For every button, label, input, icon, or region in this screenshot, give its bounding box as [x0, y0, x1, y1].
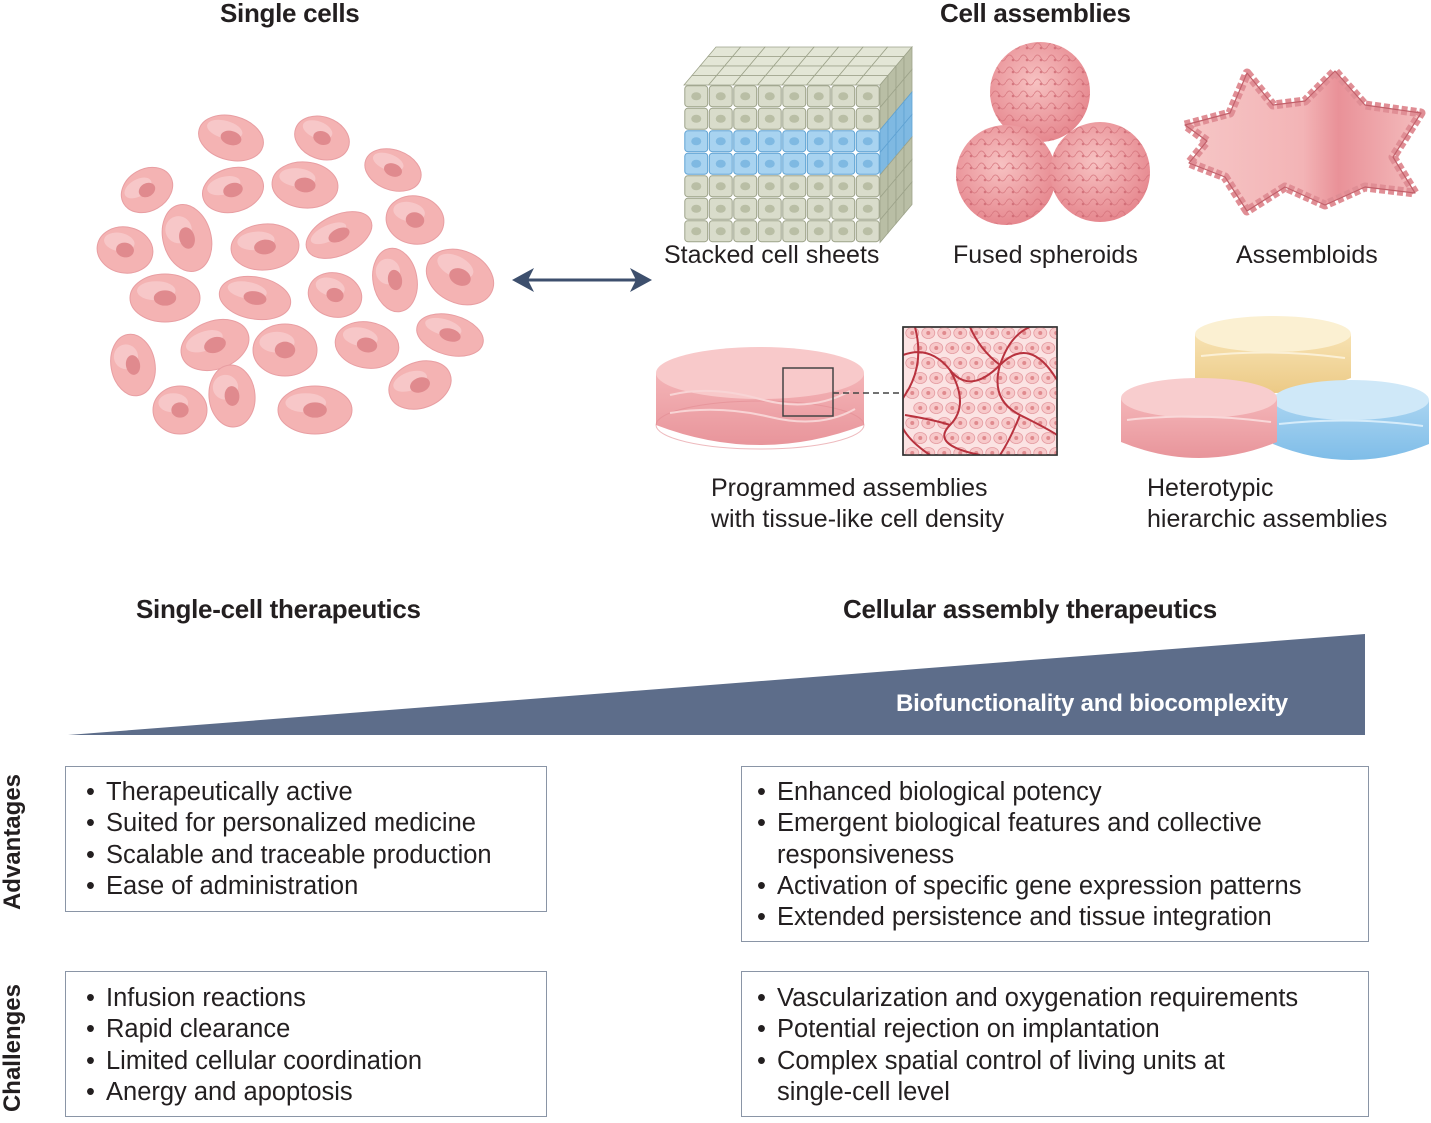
programmed-caption-line2: with tissue-like cell density: [711, 505, 1005, 533]
list-item: Vascularization and oxygenation requirem…: [755, 983, 1368, 1015]
list-item: Ease of administration: [84, 871, 546, 903]
list-item: Suited for personalized medicine: [84, 808, 546, 840]
list-item: Extended persistence and tissue integrat…: [755, 902, 1368, 934]
cell: [372, 247, 418, 313]
list-item: Scalable and traceable production: [84, 840, 546, 872]
single-cell-challenges-box: Infusion reactionsRapid clearanceLimited…: [65, 971, 547, 1117]
single-cell-therapeutics-heading: Single-cell therapeutics: [136, 594, 421, 624]
list-item: Infusion reactions: [84, 983, 546, 1015]
programmed-assemblies-illustration: [655, 326, 1058, 456]
assembly-advantages-box: Enhanced biological potencyEmergent biol…: [741, 766, 1369, 942]
assembly-challenges-box: Vascularization and oxygenation requirem…: [741, 971, 1369, 1117]
single-cell-challenges-list: Infusion reactionsRapid clearanceLimited…: [84, 983, 546, 1108]
list-item: Limited cellular coordination: [84, 1046, 546, 1078]
assembloids-caption: Assembloids: [1236, 241, 1378, 269]
cell: [385, 195, 445, 245]
single-cell-advantages-list: Therapeutically activeSuited for persona…: [84, 777, 546, 902]
stacked-cell-sheets-caption: Stacked cell sheets: [664, 241, 880, 269]
list-item: Potential rejection on implantation: [755, 1014, 1368, 1046]
cell-assemblies-heading: Cell assemblies: [940, 0, 1131, 28]
cell: [202, 166, 264, 214]
wedge-label: Biofunctionality and biocomplexity: [896, 690, 1288, 717]
list-item: Complex spatial control of living units …: [755, 1046, 1368, 1078]
cell: [129, 273, 201, 323]
list-item: Therapeutically active: [84, 777, 546, 809]
fused-spheroids-illustration: [956, 42, 1150, 225]
cell: [416, 313, 484, 357]
list-item: responsiveness: [777, 840, 955, 869]
heterotypic-assemblies-caption: Heterotypic hierarchic assemblies: [1147, 473, 1387, 535]
cell: [198, 114, 264, 162]
cell: [120, 166, 174, 214]
cell: [277, 385, 353, 435]
cell: [96, 226, 154, 274]
cell: [152, 385, 208, 435]
list-item: Emergent biological features and collect…: [755, 808, 1368, 840]
programmed-caption-line1: Programmed assemblies: [711, 474, 988, 502]
cell: [334, 321, 400, 369]
cell: [218, 275, 292, 321]
biocomplexity-wedge: [68, 634, 1365, 735]
cellular-assembly-therapeutics-heading: Cellular assembly therapeutics: [843, 594, 1217, 624]
cell: [208, 364, 256, 428]
list-item: single-cell level: [777, 1077, 950, 1106]
cell: [307, 272, 363, 318]
single-cells-cluster: [96, 114, 495, 435]
cell: [425, 248, 495, 306]
cell: [180, 318, 250, 372]
cell: [294, 115, 350, 161]
stacked-cell-sheets-illustration: [683, 45, 913, 244]
assembly-challenges-list: Vascularization and oxygenation requirem…: [755, 983, 1368, 1108]
list-item: Enhanced biological potency: [755, 777, 1368, 809]
cell: [364, 148, 422, 192]
cell: [110, 333, 156, 397]
cell: [252, 323, 318, 377]
cell: [388, 360, 452, 410]
assembloids-illustration: [1180, 66, 1426, 216]
cell: [230, 223, 300, 271]
challenges-label: Challenges: [0, 983, 26, 1113]
single-cell-advantages-box: Therapeutically activeSuited for persona…: [65, 766, 547, 912]
cell: [161, 204, 213, 272]
programmed-assemblies-caption: Programmed assemblies with tissue-like c…: [711, 473, 1004, 535]
list-item: Rapid clearance: [84, 1014, 546, 1046]
double-arrow-icon: [512, 268, 652, 292]
list-item: Activation of specific gene expression p…: [755, 871, 1368, 903]
cell: [305, 211, 373, 259]
list-item: Anergy and apoptosis: [84, 1077, 546, 1109]
assembly-advantages-list: Enhanced biological potencyEmergent biol…: [755, 777, 1368, 934]
single-cells-heading: Single cells: [220, 0, 360, 28]
heterotypic-caption-line2: hierarchic assemblies: [1147, 505, 1388, 533]
advantages-label: Advantages: [0, 773, 26, 911]
cell: [271, 161, 339, 209]
heterotypic-assemblies-illustration: [1121, 316, 1429, 460]
heterotypic-caption-line1: Heterotypic: [1147, 474, 1274, 502]
fused-spheroids-caption: Fused spheroids: [953, 241, 1138, 269]
